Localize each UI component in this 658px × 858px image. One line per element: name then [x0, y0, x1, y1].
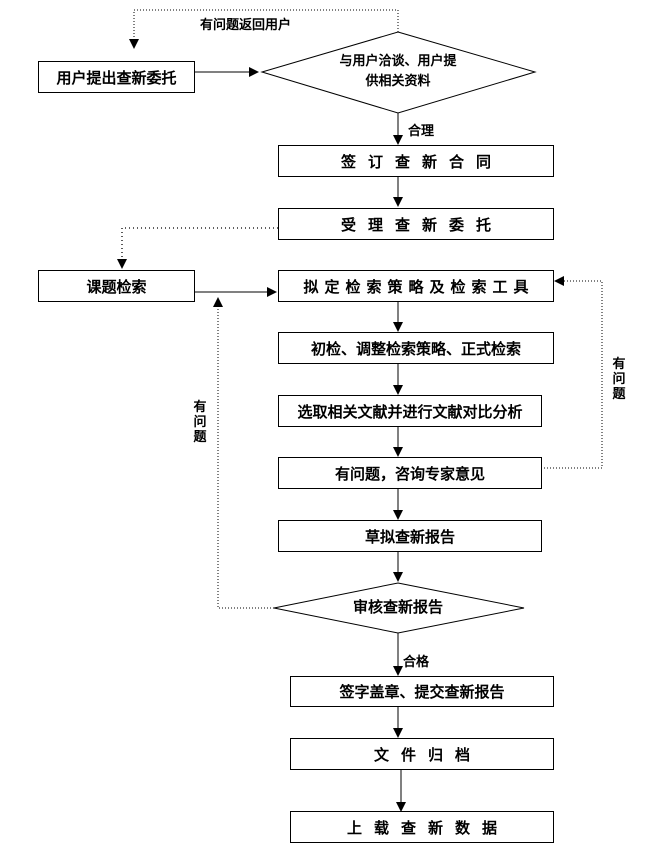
- node-label: 草拟查新报告: [364, 527, 455, 546]
- node-sign-contract: 签订查新合同: [278, 145, 554, 177]
- node-label: 选取相关文献并进行文献对比分析: [297, 402, 523, 421]
- node-label-line2: 供相关资料: [365, 74, 431, 89]
- node-topic-search: 课题检索: [38, 270, 195, 302]
- node-review-report: 审核查新报告: [320, 597, 476, 617]
- edge-label-return-to-user: 有问题返回用户: [200, 18, 292, 33]
- node-initial-search: 初检、调整检索策略、正式检索: [278, 332, 554, 364]
- edge-label-qualified: 合格: [403, 655, 430, 670]
- node-upload-data: 上载查新数据: [290, 811, 554, 843]
- node-label-line1: 与用户洽谈、用户提: [339, 54, 457, 69]
- edge-label-has-problem-left: 有问题: [193, 400, 207, 445]
- edge-label-has-problem-right: 有问题: [612, 357, 626, 402]
- node-negotiate: 与用户洽谈、用户提 供相关资料: [300, 52, 496, 92]
- edge-consult-to-strategy: [544, 276, 603, 469]
- node-label: 有问题，咨询专家意见: [334, 464, 485, 483]
- node-sign-submit: 签字盖章、提交查新报告: [290, 676, 554, 707]
- node-label: 审核查新报告: [352, 598, 443, 616]
- node-consult-experts: 有问题，咨询专家意见: [278, 457, 542, 489]
- node-label: 课题检索: [86, 277, 147, 296]
- node-label: 文件归档: [373, 745, 482, 764]
- node-label: 用户提出查新委托: [56, 68, 177, 87]
- edge-return-to-user: [129, 9, 399, 49]
- node-label: 签字盖章、提交查新报告: [339, 683, 505, 701]
- node-user-request: 用户提出查新委托: [38, 61, 195, 93]
- node-label: 上载查新数据: [346, 818, 509, 837]
- node-search-strategy: 拟定检索策略及检索工具: [278, 270, 554, 302]
- node-draft-report: 草拟查新报告: [278, 520, 542, 552]
- edge-review-to-strategy: [213, 297, 274, 609]
- node-accept-commission: 受理查新委托: [278, 208, 554, 240]
- edge-label-reasonable: 合理: [408, 124, 435, 139]
- edge-accept-to-topic: [117, 227, 278, 269]
- node-select-literature: 选取相关文献并进行文献对比分析: [278, 395, 542, 427]
- node-label: 签订查新合同: [340, 152, 503, 171]
- node-archive: 文件归档: [290, 738, 554, 770]
- node-label: 初检、调整检索策略、正式检索: [310, 339, 521, 358]
- node-label: 拟定检索策略及检索工具: [303, 277, 535, 296]
- node-label: 受理查新委托: [340, 215, 503, 234]
